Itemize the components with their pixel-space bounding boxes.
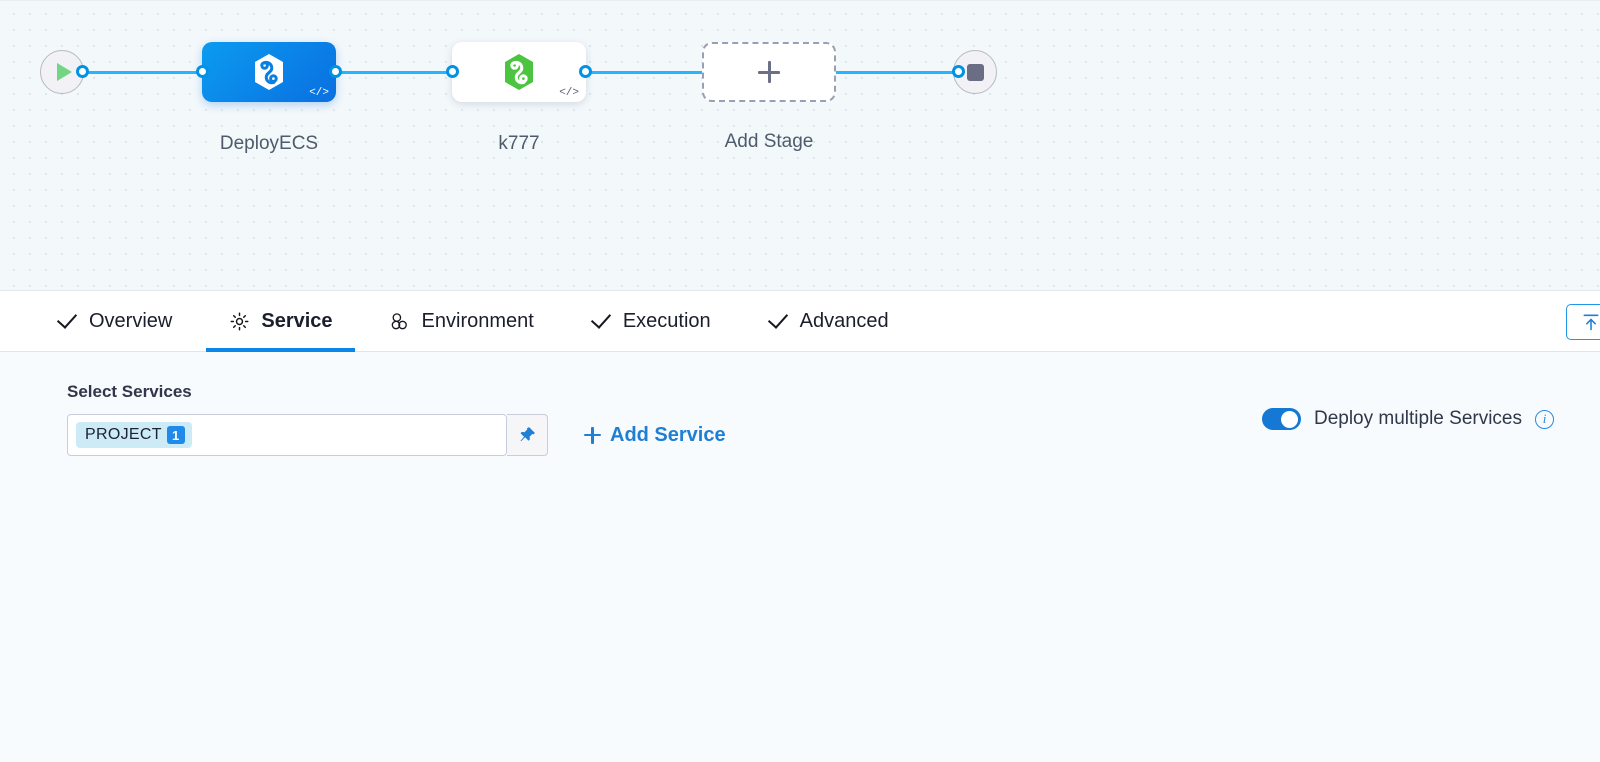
save-button[interactable]: S [1565, 304, 1600, 340]
stage-label-k777: k777 [498, 133, 540, 154]
tab-advanced-label: Advanced [799, 309, 889, 332]
tab-overview[interactable]: Overview [28, 291, 200, 351]
selected-project-chip[interactable]: PROJECT 1 [76, 422, 192, 448]
plus-icon [758, 61, 780, 83]
harness-hexagon-icon [255, 54, 283, 90]
edge-deployecs-to-k777 [328, 71, 460, 74]
gear-icon [228, 310, 250, 332]
check-icon [56, 308, 78, 332]
tab-environment-label: Environment [421, 309, 534, 332]
port-deployecs-in[interactable] [196, 65, 209, 78]
add-stage-node[interactable] [702, 42, 836, 102]
deploy-multiple-services-row: Deploy multiple Services i [1261, 408, 1554, 430]
check-icon [590, 308, 612, 332]
deploy-multiple-services-label: Deploy multiple Services [1313, 408, 1522, 429]
deploy-multiple-services-toggle[interactable] [1261, 408, 1301, 430]
check-icon [767, 308, 789, 332]
service-panel: Select Services PROJECT 1 Add Service De… [0, 352, 1600, 762]
tab-service[interactable]: Service [200, 291, 360, 352]
tab-service-label: Service [261, 309, 333, 332]
port-deployecs-out[interactable] [329, 65, 342, 78]
tab-advanced[interactable]: Advanced [739, 291, 917, 351]
add-stage-label: Add Stage [724, 131, 814, 152]
tab-execution-label: Execution [622, 309, 711, 332]
port-end-in[interactable] [952, 65, 965, 78]
environment-icon [389, 310, 411, 332]
info-icon[interactable]: i [1535, 409, 1554, 429]
port-k777-out[interactable] [579, 65, 592, 78]
services-pin-button[interactable] [507, 414, 548, 456]
stage-label-deployecs: DeployECS [219, 133, 319, 154]
stop-icon [966, 63, 984, 81]
stage-node-k777[interactable]: </> [452, 42, 586, 102]
code-badge-icon[interactable]: </> [309, 87, 329, 99]
tab-overview-label: Overview [89, 309, 173, 332]
edge-addstage-to-end [828, 71, 960, 74]
code-badge-icon[interactable]: </> [559, 87, 579, 99]
canvas-top-border [0, 0, 1600, 1]
select-services-label: Select Services [67, 382, 192, 401]
services-multiselect-input[interactable]: PROJECT 1 [67, 414, 507, 456]
services-row: PROJECT 1 Add Service [67, 414, 1600, 456]
toggle-knob [1281, 410, 1299, 428]
add-service-button[interactable]: Add Service [584, 424, 726, 447]
pin-icon [520, 427, 535, 442]
harness-hexagon-icon [505, 54, 533, 90]
upload-icon [1583, 314, 1599, 331]
add-service-label: Add Service [610, 423, 726, 446]
port-start-out[interactable] [76, 65, 89, 78]
tab-execution[interactable]: Execution [562, 291, 739, 351]
chip-count-badge: 1 [166, 426, 185, 444]
stage-node-deployecs[interactable]: </> [202, 42, 336, 102]
edge-k777-to-addstage [578, 71, 710, 74]
chip-label: PROJECT [85, 426, 162, 443]
port-k777-in[interactable] [446, 65, 459, 78]
tab-environment[interactable]: Environment [361, 291, 562, 351]
pipeline-canvas[interactable]: </> DeployECS </> k777 Add Stage [0, 0, 1600, 290]
plus-icon [584, 426, 601, 444]
stage-tabbar: Overview Service Environment Execution A… [0, 290, 1600, 352]
edge-start-to-deployecs [78, 71, 210, 74]
play-icon [56, 63, 72, 81]
